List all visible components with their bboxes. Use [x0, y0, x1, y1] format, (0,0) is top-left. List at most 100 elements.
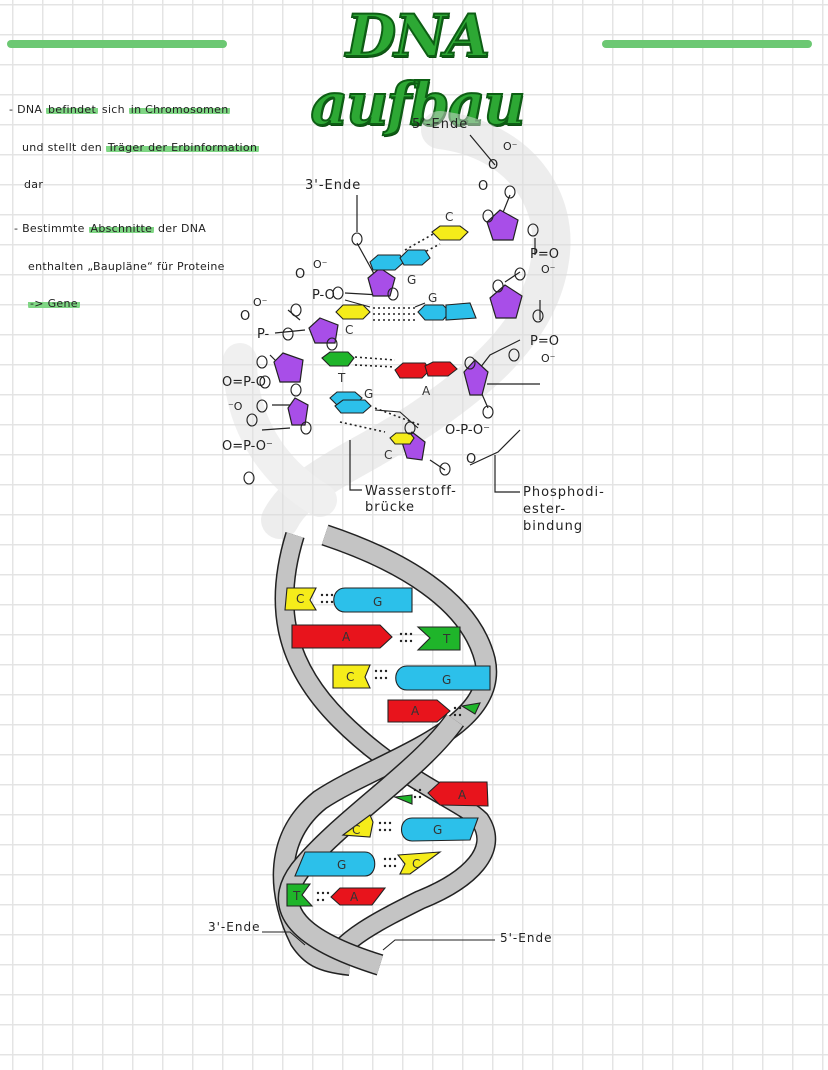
- base-guanine: [445, 302, 477, 321]
- helix-base-label: T: [292, 889, 301, 903]
- base-thymine: [321, 351, 355, 367]
- svg-text:⁻O: ⁻O: [228, 400, 243, 413]
- helix-base-guanine: [400, 817, 479, 842]
- helix-base-label: T: [442, 632, 451, 646]
- svg-text:O=P-O⁻: O=P-O⁻: [222, 439, 273, 454]
- helix-base-cytosine: [341, 814, 374, 838]
- oxygen-atoms: [243, 185, 544, 485]
- note-text: der DNA: [154, 222, 207, 235]
- helix-base-thymine: [286, 883, 314, 907]
- sugar-pentagon: [273, 352, 304, 383]
- phosphodiester-label-line: ester-: [523, 502, 567, 517]
- base-label: T: [337, 371, 346, 385]
- note-line: -> Gene: [28, 297, 80, 310]
- title-decoration-right: [602, 40, 812, 48]
- helix-base-adenine: [387, 699, 451, 723]
- helix-base-adenine: [427, 781, 489, 807]
- svg-text:O: O: [478, 179, 488, 194]
- svg-text:O=P-O: O=P-O: [222, 375, 266, 390]
- sugar-pentagon: [367, 267, 396, 297]
- helix-base-label: A: [411, 704, 420, 718]
- base-label: A: [422, 384, 431, 398]
- helix-base-cytosine: [332, 664, 371, 689]
- note-line: dar: [24, 178, 43, 191]
- sugar-pentagon: [486, 209, 519, 241]
- helix-base-guanine: [294, 851, 376, 877]
- helix-base-thymine: [392, 794, 413, 805]
- helix-base-label: A: [342, 630, 351, 644]
- helix-five-end-label: 5'-Ende: [500, 931, 553, 945]
- base-label: C: [384, 448, 392, 462]
- helix-base-label: C: [412, 857, 420, 871]
- note-line: enthalten „Baupläne“ für Proteine: [28, 260, 225, 273]
- sugar-pentagon: [287, 397, 309, 426]
- highlighted-text: Abschnitte: [88, 222, 155, 235]
- note-text: sich: [98, 103, 129, 116]
- base-adenine: [424, 361, 458, 377]
- svg-text:O⁻: O⁻: [503, 140, 518, 153]
- svg-text:O⁻: O⁻: [313, 258, 328, 271]
- helix-base-label: C: [346, 670, 354, 684]
- helix-base-cytosine: [396, 851, 442, 875]
- hydrogen-bond-leader: [349, 440, 362, 491]
- helix-base-thymine: [416, 626, 461, 651]
- base-guanine: [399, 249, 431, 266]
- hydrogen-bond-label-line: Wasserstoff-: [365, 484, 457, 499]
- note-text: dar: [24, 178, 44, 191]
- base-guanine: [369, 254, 405, 271]
- base-label: G: [364, 387, 373, 401]
- helix-base-label: G: [337, 858, 346, 872]
- svg-text:O: O: [240, 309, 250, 324]
- five-end-leader: [469, 134, 496, 166]
- phosphate-groups: OO⁻O P=OO⁻ P=OO⁻ P-OO⁻O P-O⁻O O=P-O⁻O O=…: [222, 140, 559, 467]
- helix-base-label: G: [373, 595, 382, 609]
- background-helix-shadow: [223, 111, 571, 539]
- helix-base-label: G: [442, 673, 451, 687]
- highlighted-text: -> Gene: [28, 297, 80, 310]
- highlighted-text: Träger der Erbinformation: [105, 141, 260, 154]
- helix-base-adenine: [291, 624, 393, 649]
- svg-text:P-: P-: [257, 327, 270, 342]
- phosphodiester-label-line: Phosphodi-: [523, 485, 605, 500]
- base-label: G: [428, 291, 437, 305]
- note-line: und stellt den Träger der Erbinformation: [22, 141, 260, 154]
- helix-three-end-label: 3'-Ende: [208, 920, 261, 934]
- base-guanine: [417, 304, 451, 321]
- svg-text:O⁻: O⁻: [541, 352, 556, 365]
- base-label: G: [407, 273, 416, 287]
- helix-base-adenine: [330, 887, 387, 906]
- sugar-pentagon: [489, 284, 523, 319]
- helix-base-label: A: [350, 890, 359, 904]
- helix-base-thymine: [460, 702, 481, 715]
- svg-text:O⁻: O⁻: [541, 263, 556, 276]
- hydrogen-bond-label: Wasserstoff- brücke: [365, 484, 457, 516]
- highlighted-text: in Chromosomen: [128, 103, 231, 116]
- three-end-label: 3'-Ende: [305, 178, 362, 193]
- phosphodiester-leader: [494, 455, 520, 493]
- svg-text:O: O: [466, 452, 476, 467]
- helix-base-guanine: [333, 587, 413, 613]
- note-text: - Bestimmte: [14, 222, 89, 235]
- svg-text:O-P-O⁻: O-P-O⁻: [445, 423, 490, 438]
- svg-text:P-O: P-O: [312, 288, 335, 303]
- title-decoration-left: [7, 40, 227, 48]
- base-adenine: [394, 362, 431, 379]
- five-end-label: 5'-Ende: [412, 117, 469, 132]
- base-label: C: [445, 210, 453, 224]
- base-guanine: [334, 399, 372, 414]
- note-text: und stellt den: [22, 141, 106, 154]
- note-line: - Bestimmte Abschnitte der DNA: [14, 222, 206, 235]
- highlighted-text: befindet: [46, 103, 99, 116]
- helix-base-guanine: [395, 665, 491, 691]
- svg-text:O: O: [295, 267, 305, 282]
- helix-base-label: G: [433, 823, 442, 837]
- helix-base-label: C: [352, 823, 360, 837]
- phosphodiester-label: Phosphodi- ester- bindung: [523, 484, 605, 535]
- helix-hydrogen-bonds: [316, 593, 462, 902]
- base-label: C: [345, 323, 353, 337]
- svg-text:O: O: [488, 158, 498, 173]
- svg-text:P=O: P=O: [530, 334, 559, 349]
- sugar-pentagon: [308, 317, 339, 344]
- helix-base-cytosine: [284, 587, 317, 611]
